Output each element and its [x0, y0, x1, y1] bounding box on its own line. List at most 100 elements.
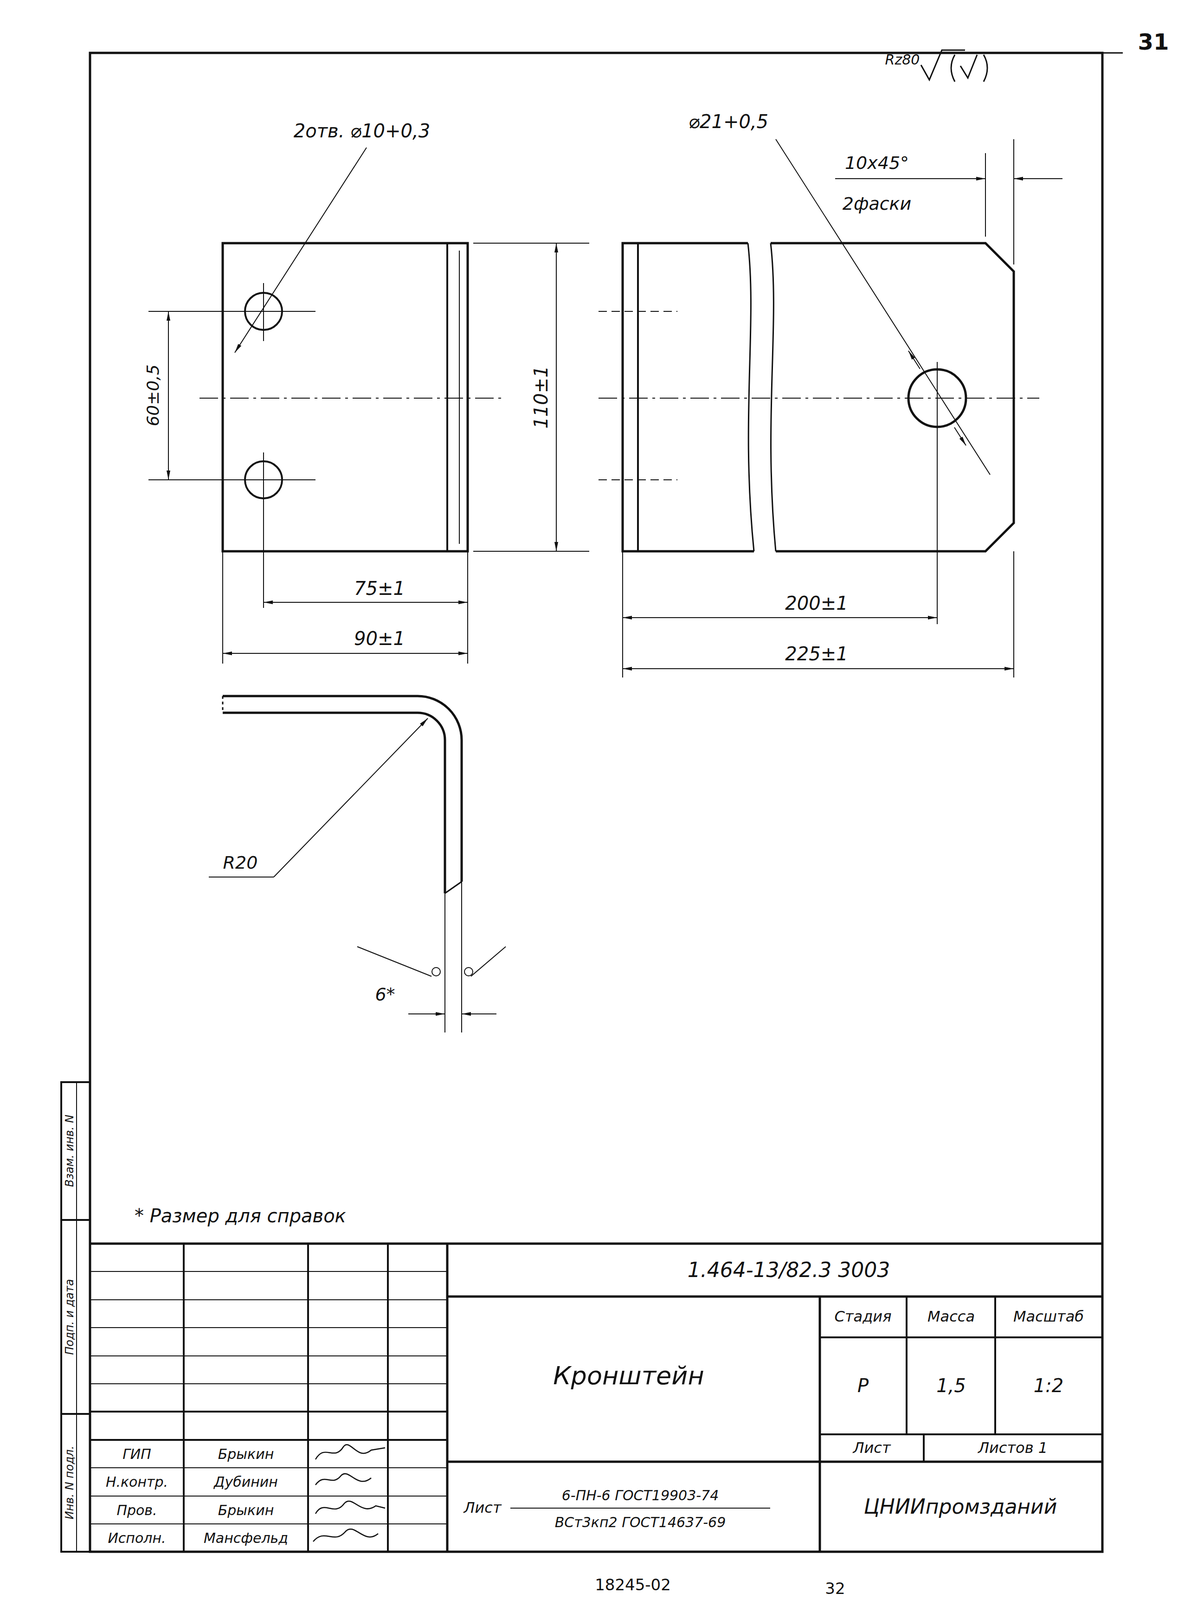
- bent-section-stroke: [357, 946, 432, 977]
- material-spec: 6-ПН-6 ГОСТ19903-74: [560, 1487, 722, 1503]
- table-header: Листов 1: [976, 1439, 1050, 1456]
- dimension-lines-stroke: [1013, 551, 1015, 678]
- bracket-view-stroke: [598, 397, 1040, 399]
- dimension-lines-stroke: [1013, 178, 1063, 180]
- title-block-stroke: [447, 1460, 1103, 1463]
- dimension-lines-stroke: [473, 242, 590, 244]
- dimension-lines-stroke: [908, 350, 921, 369]
- drawing-frame-stroke: [90, 52, 1103, 1552]
- dimension-lines-stroke: [622, 551, 624, 678]
- part-name: Кронштейн: [551, 1361, 706, 1390]
- title-block-stroke: [510, 1507, 771, 1509]
- archive-field: Взам. инв. N: [63, 1112, 76, 1189]
- dimension-lines-stroke: [148, 310, 242, 312]
- archive-strip-stroke: [76, 1081, 78, 1552]
- table-header: Стадия: [832, 1308, 894, 1325]
- dimension-lines-stroke: [148, 479, 242, 481]
- chamfer-dimension: 10x45°: [843, 153, 911, 174]
- dimension-text: 60±0,5: [143, 362, 163, 428]
- title-block-stroke: [90, 1438, 448, 1441]
- name-cell: Брыкин: [216, 1446, 277, 1462]
- signatures-stroke: [315, 1444, 386, 1460]
- signatures-stroke: [315, 1473, 372, 1485]
- title-block-stroke: [90, 1242, 1103, 1245]
- dimension-lines-stroke: [1013, 139, 1015, 265]
- bracket-view-stroke: [598, 310, 678, 312]
- dimension-lines-stroke: [467, 551, 469, 664]
- dimension-lines-stroke: [835, 178, 986, 180]
- title-block: [90, 1243, 1103, 1552]
- dimension-text: 75±1: [352, 578, 407, 599]
- roughness-symbol-stroke: [960, 54, 978, 78]
- dimension-lines-stroke: [473, 550, 590, 552]
- page-number: 32: [823, 1579, 847, 1597]
- flange-view-stroke: [446, 243, 449, 552]
- dimension-lines-stroke: [622, 668, 1014, 670]
- dimension-lines-stroke: [954, 427, 966, 446]
- title-block-stroke: [819, 1336, 1103, 1339]
- title-block-stroke: [90, 1299, 448, 1301]
- dimension-lines-stroke: [555, 243, 557, 552]
- title-block-stroke: [922, 1434, 925, 1462]
- signatures: [313, 1444, 386, 1542]
- table-header: Масштаб: [1011, 1308, 1086, 1325]
- signatures-stroke: [315, 1500, 386, 1514]
- role-cell: ГИП: [120, 1446, 154, 1462]
- bracket-view-stroke: [622, 243, 754, 552]
- radius-dimension: R20: [221, 853, 260, 873]
- archive-strip-stroke: [61, 1412, 91, 1415]
- organization-name: ЦНИИпромзданий: [862, 1495, 1060, 1518]
- drawing-code: 1.464-13/82.3 3003: [685, 1258, 893, 1282]
- bracket-view: [598, 243, 1040, 625]
- flange-view-stroke: [458, 250, 460, 544]
- table-cell: 1:2: [1031, 1375, 1066, 1396]
- bent-section-stroke: [222, 695, 224, 713]
- flange-view-stroke: [199, 397, 506, 399]
- role-cell: Исполн.: [105, 1530, 168, 1546]
- flange-view-stroke: [263, 452, 264, 608]
- bent-section-stroke: [470, 946, 506, 977]
- archive-strip: [61, 1081, 91, 1552]
- dimension-lines: [148, 139, 1063, 877]
- title-block-stroke: [90, 1383, 448, 1385]
- bracket-view-stroke: [598, 479, 678, 481]
- title-block-stroke: [818, 1296, 822, 1552]
- title-block-stroke: [90, 1355, 448, 1357]
- dimension-text: 225±1: [783, 643, 850, 664]
- roughness-symbol-stroke: [983, 54, 988, 82]
- bracket-view-stroke: [936, 361, 938, 625]
- title-block-stroke: [182, 1243, 185, 1552]
- title-block-stroke: [819, 1433, 1103, 1436]
- role-cell: Н.контр.: [103, 1474, 170, 1490]
- bent-section: [222, 695, 506, 1033]
- bent-section-stroke: [444, 893, 446, 1033]
- chamfer-note: 2фаски: [840, 194, 914, 214]
- roughness-symbol: [920, 50, 988, 82]
- bent-section-stroke: [461, 881, 463, 1033]
- hole-callout: 2отв. ⌀10+0,3: [291, 120, 432, 142]
- archive-strip-stroke: [61, 1081, 91, 1552]
- flange-view-stroke: [222, 243, 468, 552]
- flange-view-stroke: [231, 479, 316, 481]
- table-cell: 1,5: [934, 1375, 968, 1396]
- dimension-text: 110±1: [530, 363, 552, 431]
- reference-note: * Размер для справок: [132, 1205, 348, 1226]
- dimension-lines-stroke: [273, 718, 428, 877]
- dimension-text: 200±1: [783, 592, 850, 614]
- table-cell: Р: [855, 1375, 871, 1396]
- title-block-stroke: [994, 1296, 997, 1435]
- name-cell: Брыкин: [216, 1502, 277, 1518]
- dimension-lines-stroke: [775, 139, 991, 475]
- bent-section-stroke: [222, 695, 462, 882]
- role-cell: Пров.: [114, 1502, 159, 1518]
- bent-section-stroke: [461, 1013, 497, 1015]
- bracket-view-stroke: [770, 243, 1014, 552]
- title-block-stroke: [307, 1243, 310, 1552]
- material-prefix: Лист: [461, 1499, 503, 1516]
- roughness-symbol-stroke: [951, 54, 955, 82]
- flange-view-stroke: [231, 310, 316, 312]
- title-block-stroke: [386, 1243, 389, 1552]
- thickness-dimension: 6*: [373, 984, 397, 1005]
